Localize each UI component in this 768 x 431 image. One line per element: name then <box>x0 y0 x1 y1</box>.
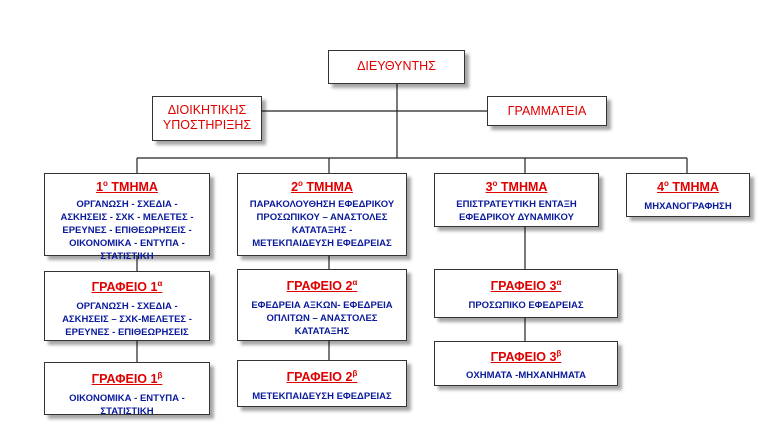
office-2a-box: ΓΡΑΦΕΙΟ 2α ΕΦΕΔΡΕΙΑ ΑΞΚΩΝ- ΕΦΕΔΡΕΙΑ ΟΠΛΙ… <box>237 269 407 341</box>
secretariat-box: ΓΡΑΜΜΑΤΕΙΑ <box>487 96 607 126</box>
admin-support-box: ΔΙΟΙΚΗΤΙΚΗΣ ΥΠΟΣΤΗΡΙΞΗΣ <box>152 96 262 141</box>
office-3b-box: ΓΡΑΦΕΙΟ 3β ΟΧΗΜΑΤΑ -ΜΗΧΑΝΗΜΑΤΑ <box>434 341 618 386</box>
admin-support-line2: ΥΠΟΣΤΗΡΙΞΗΣ <box>162 118 252 132</box>
office-3b-description: ΟΧΗΜΑΤΑ -ΜΗΧΑΝΗΜΑΤΑ <box>466 370 586 382</box>
department-2-box: 2ο ΤΜΗΜΑ ΠΑΡΑΚΟΛΟΥΘΗΣΗ ΕΦΕΔΡΙΚΟΥ ΠΡΟΣΩΠΙ… <box>237 173 407 256</box>
department-1-title: 1ο ΤΜΗΜΑ <box>96 179 158 195</box>
office-1b-description: ΟΙΚΟΝΟΜΙΚΑ - ΕΝΤΥΠΑ - ΣΤΑΤΙΣΤΙΚΗ <box>69 393 185 418</box>
department-4-box: 4ο ΤΜΗΜΑ ΜΗΧΑΝΟΓΡΑΦΗΣΗ <box>626 173 750 217</box>
department-3-box: 3ο ΤΜΗΜΑ ΕΠΙΣΤΡΑΤΕΥΤΙΚΗ ΕΝΤΑΞΗ ΕΦΕΔΡΙΚΟΥ… <box>434 173 599 227</box>
office-1a-title: ΓΡΑΦΕΙΟ 1α <box>91 279 163 295</box>
department-3-title: 3ο ΤΜΗΜΑ <box>485 179 548 195</box>
department-2-description: ΠΑΡΑΚΟΛΟΥΘΗΣΗ ΕΦΕΔΡΙΚΟΥ ΠΡΟΣΩΠΙΚΟΥ – ΑΝΑ… <box>249 199 395 250</box>
office-2a-title: ΓΡΑΦΕΙΟ 2α <box>286 278 358 294</box>
office-3a-box: ΓΡΑΦΕΙΟ 3α ΠΡΟΣΩΠΙΚΟ ΕΦΕΔΡΕΙΑΣ <box>434 269 618 318</box>
admin-support-line1: ΔΙΟΙΚΗΤΙΚΗΣ <box>167 103 247 117</box>
office-1a-box: ΓΡΑΦΕΙΟ 1α ΟΡΓΑΝΩΣΗ - ΣΧΕΔΙΑ - ΑΣΚΗΣΕΙΣ … <box>44 271 210 341</box>
office-1a-description: ΟΡΓΑΝΩΣΗ - ΣΧΕΔΙΑ - ΑΣΚΗΣΕΙΣ – ΣΧΚ-ΜΕΛΕΤ… <box>62 301 192 339</box>
department-4-description: ΜΗΧΑΝΟΓΡΑΦΗΣΗ <box>644 201 732 213</box>
office-3b-title: ΓΡΑΦΕΙΟ 3β <box>490 349 562 365</box>
department-4-title: 4ο ΤΜΗΜΑ <box>657 179 719 195</box>
department-3-description: ΕΠΙΣΤΡΑΤΕΥΤΙΚΗ ΕΝΤΑΞΗ ΕΦΕΔΡΙΚΟΥ ΔΥΝΑΜΙΚΟ… <box>456 199 577 224</box>
office-1b-box: ΓΡΑΦΕΙΟ 1β ΟΙΚΟΝΟΜΙΚΑ - ΕΝΤΥΠΑ - ΣΤΑΤΙΣΤ… <box>44 362 210 418</box>
office-3a-description: ΠΡΟΣΩΠΙΚΟ ΕΦΕΔΡΕΙΑΣ <box>468 300 584 312</box>
department-1-description: ΟΡΓΑΝΩΣΗ - ΣΧΕΔΙΑ - ΑΣΚΗΣΕΙΣ - ΣΧΚ - ΜΕΛ… <box>60 199 194 263</box>
department-1-box: 1ο ΤΜΗΜΑ ΟΡΓΑΝΩΣΗ - ΣΧΕΔΙΑ - ΑΣΚΗΣΕΙΣ - … <box>44 173 210 262</box>
office-2b-title: ΓΡΑΦΕΙΟ 2β <box>286 369 358 385</box>
director-label: ΔΙΕΥΘΥΝΤΗΣ <box>357 59 436 73</box>
office-2b-description: ΜΕΤΕΚΠΑΙΔΕΥΣΗ ΕΦΕΔΡΕΙΑΣ <box>252 391 392 403</box>
office-2a-description: ΕΦΕΔΡΕΙΑ ΑΞΚΩΝ- ΕΦΕΔΡΕΙΑ ΟΠΛΙΤΩΝ – ΑΝΑΣΤ… <box>251 300 393 338</box>
director-box: ΔΙΕΥΘΥΝΤΗΣ <box>328 50 465 84</box>
office-3a-title: ΓΡΑΦΕΙΟ 3α <box>490 278 562 294</box>
office-2b-box: ΓΡΑΦΕΙΟ 2β ΜΕΤΕΚΠΑΙΔΕΥΣΗ ΕΦΕΔΡΕΙΑΣ <box>237 360 407 407</box>
office-1b-title: ΓΡΑΦΕΙΟ 1β <box>91 371 163 387</box>
secretariat-label: ΓΡΑΜΜΑΤΕΙΑ <box>507 104 587 118</box>
department-2-title: 2ο ΤΜΗΜΑ <box>291 179 353 195</box>
